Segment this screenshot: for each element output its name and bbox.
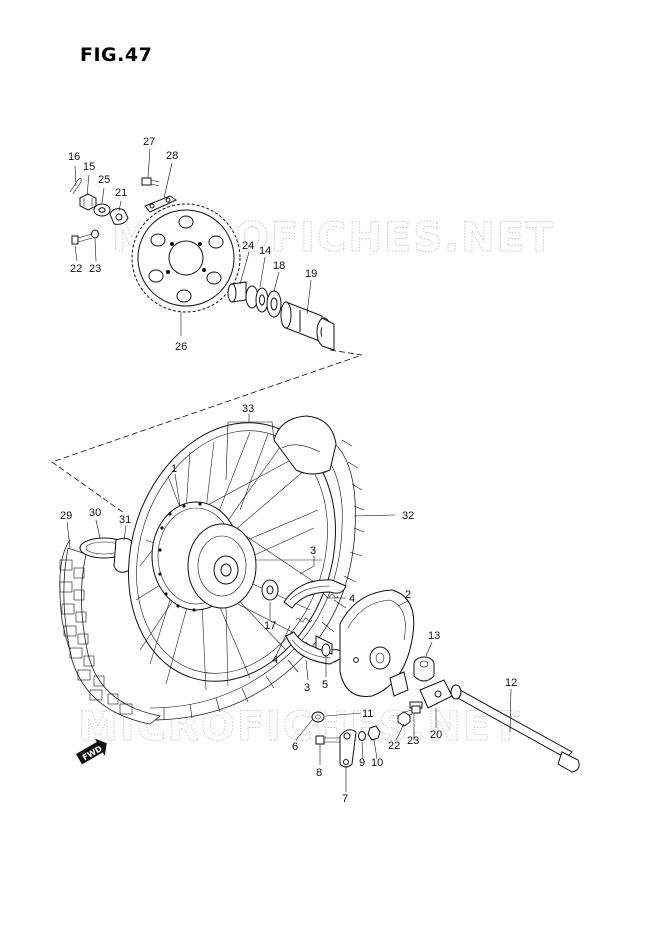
brake-cam — [315, 635, 333, 657]
callout-1: 1 — [171, 463, 177, 475]
rear-hub — [151, 501, 257, 612]
adjuster-nut — [397, 711, 411, 727]
callout-21: 21 — [115, 187, 127, 199]
brake-arm — [339, 729, 357, 768]
wheel-bearing — [261, 579, 279, 601]
callout-13: 13 — [428, 630, 440, 642]
callout-5: 5 — [322, 679, 328, 691]
drum-cover — [273, 415, 337, 475]
callout-25: 25 — [98, 174, 110, 186]
axle-sleeve — [280, 301, 335, 351]
callout-3-lower: 3 — [304, 682, 310, 694]
callout-31: 31 — [119, 514, 131, 526]
callout-20: 20 — [430, 729, 442, 741]
callout-4-lower: 4 — [272, 654, 278, 666]
callout-22-upper: 22 — [70, 263, 82, 275]
rear-sprocket — [131, 203, 241, 313]
brake-panel — [339, 589, 415, 697]
callout-8: 8 — [316, 767, 322, 779]
callout-19: 19 — [305, 268, 317, 280]
callout-labels: 16 15 25 21 27 28 22 23 24 14 18 19 26 3… — [60, 136, 517, 805]
lock-bolt — [141, 177, 160, 187]
callout-6: 6 — [292, 741, 298, 753]
castle-nut — [79, 193, 97, 211]
callout-32: 32 — [402, 510, 414, 522]
callout-23-lower: 23 — [407, 735, 419, 747]
washer-nut-pair — [358, 725, 381, 741]
sprocket-drum-bearing — [227, 281, 282, 318]
sprocket-plate — [109, 208, 129, 225]
tire-tread-front — [59, 547, 161, 725]
callout-3-upper: 3 — [310, 545, 316, 557]
callout-12: 12 — [505, 677, 517, 689]
callout-29: 29 — [60, 510, 72, 522]
callout-11: 11 — [362, 708, 373, 720]
callout-16: 16 — [68, 151, 80, 163]
brake-spring — [295, 593, 339, 623]
callout-22-lower: 22 — [388, 740, 400, 752]
callout-33: 33 — [242, 403, 254, 415]
callout-15: 15 — [83, 161, 95, 173]
callout-18: 18 — [273, 260, 285, 272]
lock-washer-plate — [144, 195, 178, 213]
callout-4-upper: 4 — [349, 593, 355, 605]
sprocket-bolt — [71, 229, 99, 245]
axle-collar — [413, 656, 435, 682]
clip-washer — [311, 711, 325, 723]
callout-27: 27 — [143, 136, 155, 148]
callout-9: 9 — [359, 757, 365, 769]
washer — [93, 203, 111, 217]
figure-title: FIG.47 — [80, 44, 153, 66]
callout-28: 28 — [166, 150, 178, 162]
callout-7: 7 — [342, 793, 348, 805]
brake-shoe-upper — [283, 579, 347, 609]
callout-24: 24 — [242, 240, 254, 252]
callout-30: 30 — [89, 507, 101, 519]
rear-axle — [450, 684, 580, 773]
callout-17: 17 — [264, 620, 276, 632]
callout-10: 10 — [371, 757, 383, 769]
cotter-pin — [69, 178, 82, 195]
callout-2: 2 — [405, 589, 411, 601]
leader-lines — [66, 148, 512, 792]
callout-26: 26 — [175, 341, 187, 353]
callout-23-upper: 23 — [89, 263, 101, 275]
callout-14: 14 — [259, 245, 271, 257]
